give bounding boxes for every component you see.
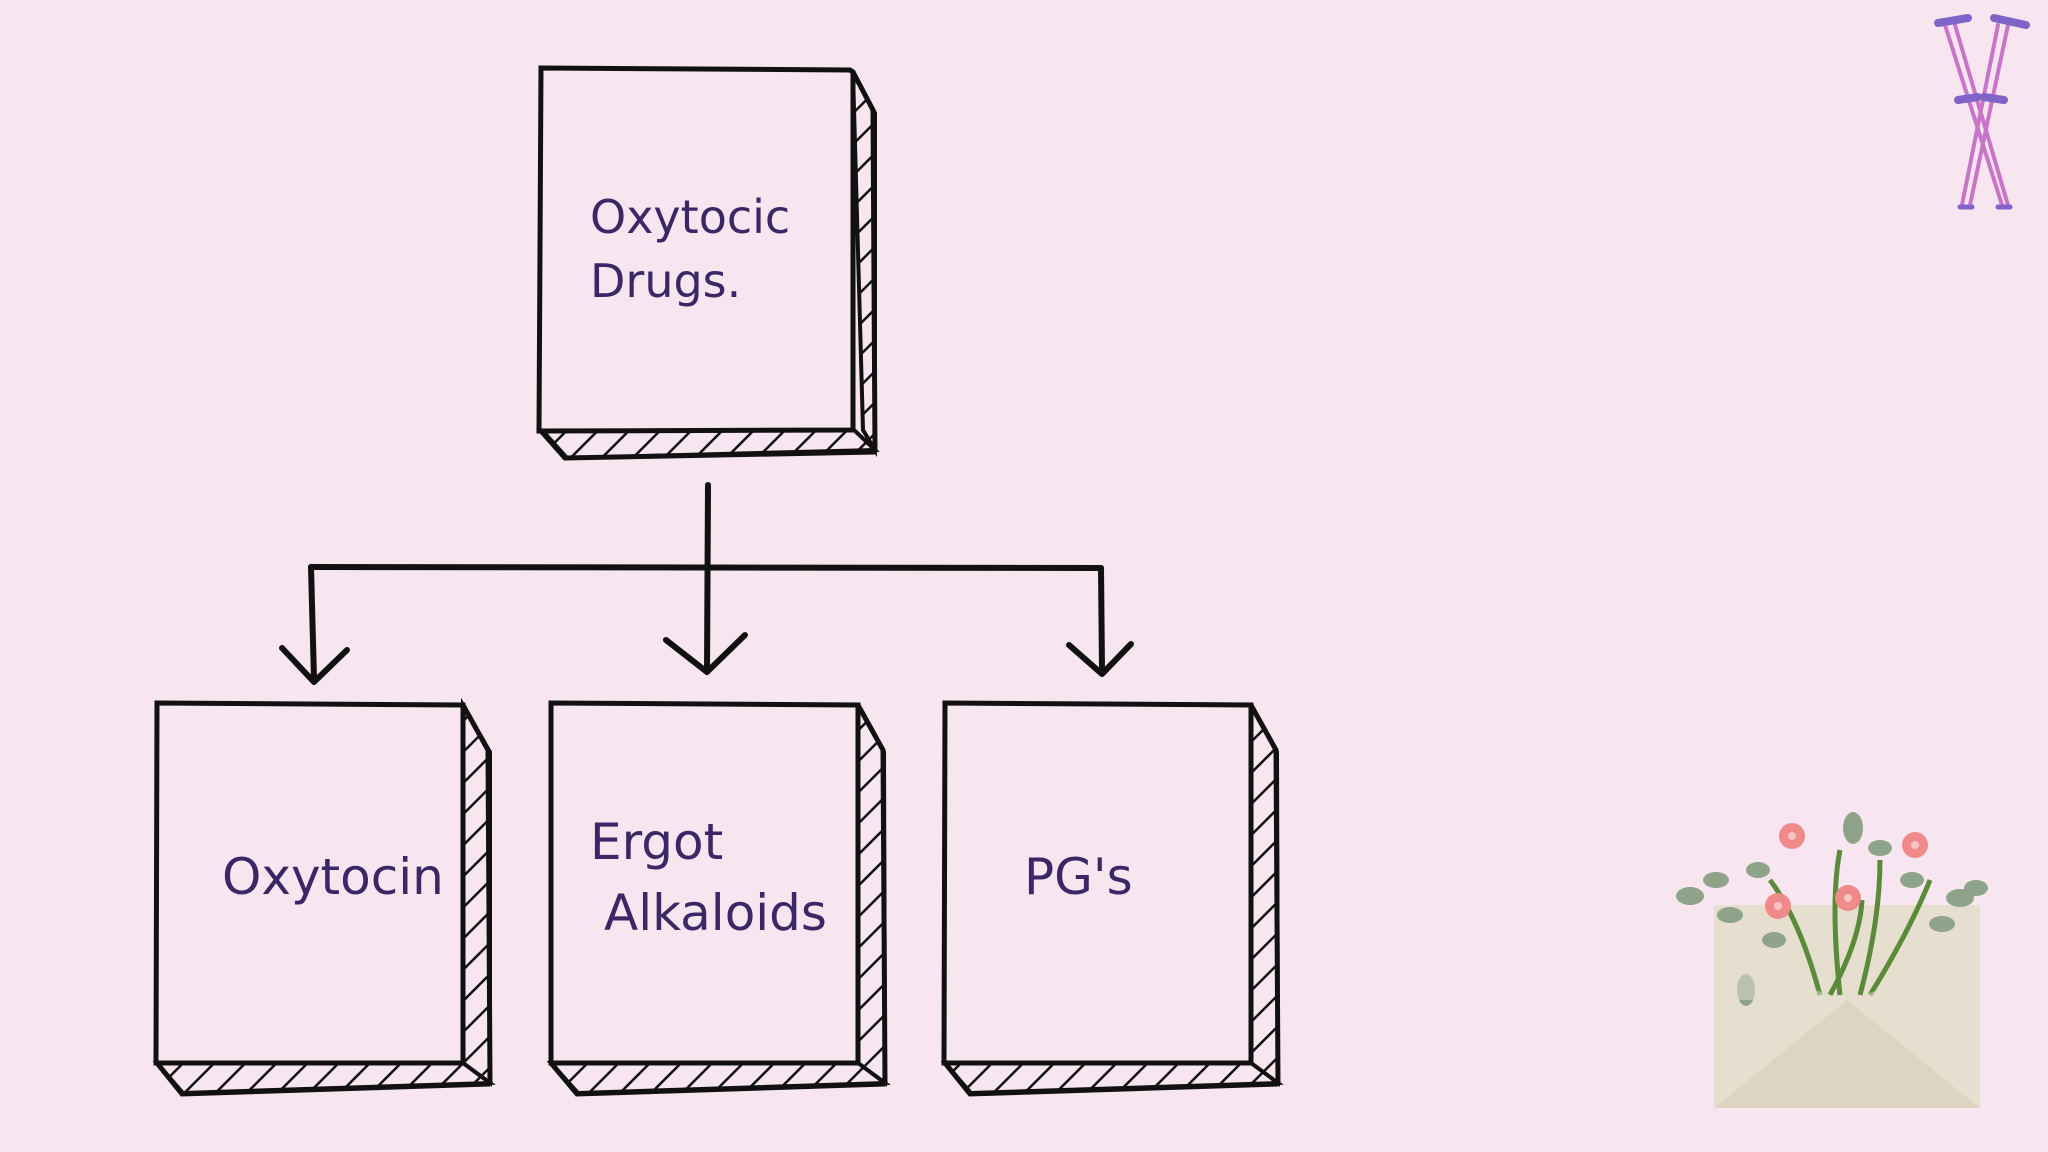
root-box: [536, 65, 880, 461]
connector-lines: [279, 482, 1134, 685]
arrowhead-center: [663, 632, 748, 675]
crutches-icon: [1934, 14, 2030, 210]
root-label-line1: Oxytocic: [590, 190, 790, 244]
branch-line: [308, 564, 1104, 571]
child-label-pgs: PG's: [1024, 848, 1133, 906]
arrowhead-left: [279, 645, 350, 685]
child-label-oxytocin: Oxytocin: [222, 848, 444, 906]
trunk-line: [704, 482, 711, 673]
branch-right: [1098, 565, 1105, 673]
child-box-pgs: [940, 700, 1284, 1097]
child-label-ergot-line1: Ergot: [590, 813, 723, 871]
child-box-oxytocin: [152, 697, 496, 1097]
child-box-ergot-alkaloids: [546, 700, 891, 1097]
branch-left: [308, 564, 317, 682]
root-label-line2: Drugs.: [590, 254, 741, 308]
arrowhead-right: [1066, 641, 1134, 677]
flower-envelope-illustration: [1676, 812, 1988, 1108]
child-label-ergot-line2: Alkaloids: [604, 884, 827, 942]
